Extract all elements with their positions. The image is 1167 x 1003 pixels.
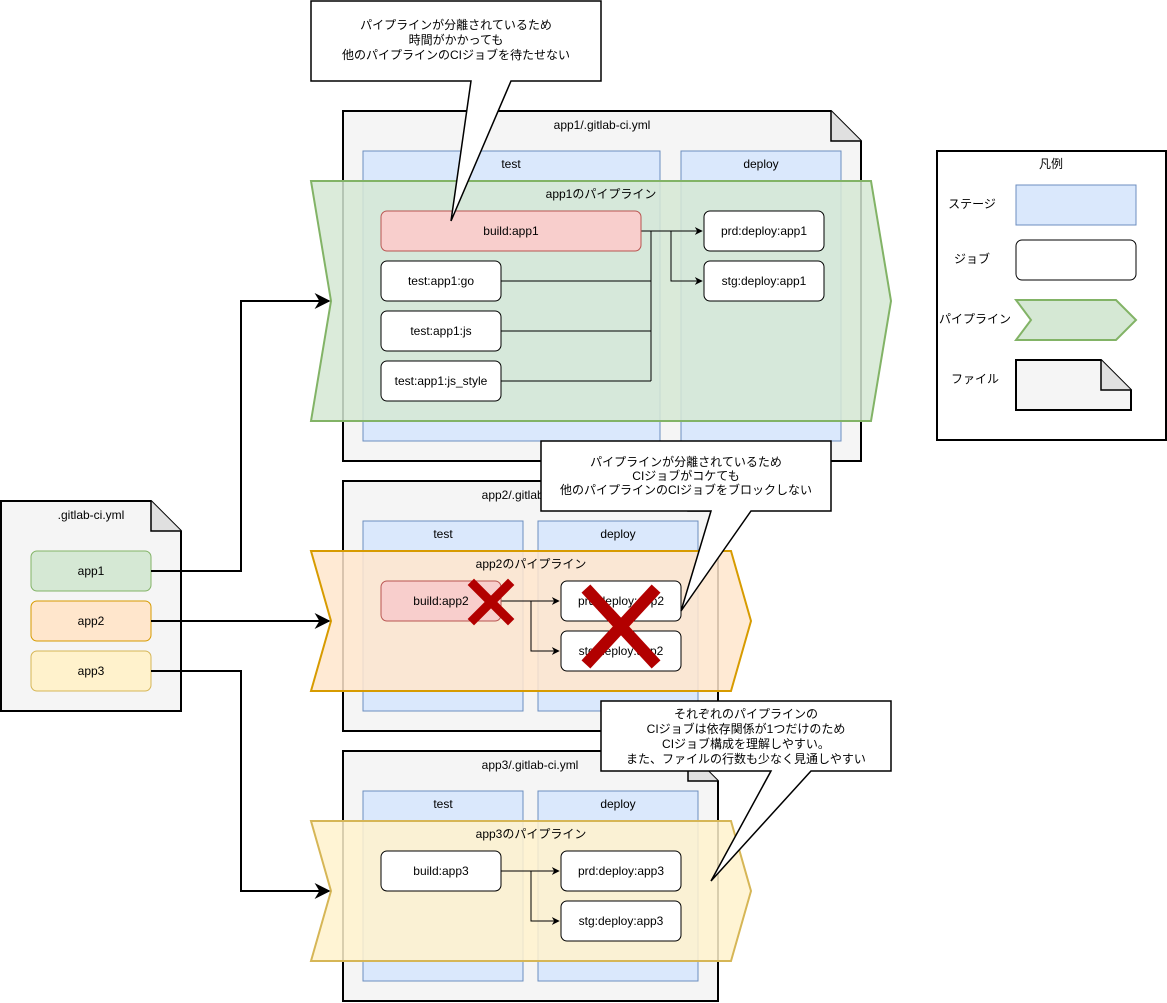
app1-build-job: build:app1 <box>380 210 642 252</box>
legend-stage-label: ステージ <box>948 197 996 211</box>
legend-file-label: ファイル <box>951 372 999 386</box>
app2-deploy-job: prd:deploy:app2 <box>560 580 682 622</box>
legend-stage-swatch <box>1015 184 1137 226</box>
app2-stage-test-label: test <box>433 527 453 541</box>
callout-line: CIジョブがコケても <box>632 468 739 483</box>
app1-test-job: test:app1:js_style <box>380 360 502 402</box>
app3-stage-deploy-label: deploy <box>600 797 635 811</box>
app1-deploy-job-label: stg:deploy:app1 <box>722 274 807 288</box>
app3-deploy-job: stg:deploy:app3 <box>560 900 682 942</box>
root-item-app3: app3 <box>30 650 152 692</box>
callout-line: 他のパイプラインのCIジョブを待たせない <box>342 47 570 62</box>
app1-test-job-label: test:app1:js_style <box>395 374 488 388</box>
app3-deploy-job-label: prd:deploy:app3 <box>578 864 664 878</box>
failure-cross-icon <box>467 578 515 626</box>
app1-test-job-label: test:app1:go <box>408 274 474 288</box>
callout-line: パイプラインが分離されているため <box>590 454 782 469</box>
app3-build-job: build:app3 <box>380 850 502 892</box>
app2-stage-deploy-label: deploy <box>600 527 635 541</box>
include-arrows <box>151 293 331 899</box>
callout-line: CIジョブは依存関係が1つだけのため <box>647 721 846 736</box>
app3-deploy-job: prd:deploy:app3 <box>560 850 682 892</box>
root-item-label: app3 <box>78 664 105 678</box>
app2-build-job-label: build:app2 <box>413 594 469 608</box>
callout-line: 他のパイプラインのCIジョブをブロックしない <box>560 482 812 497</box>
legend-job-label: ジョブ <box>954 251 990 266</box>
app1-pipeline-label: app1のパイプライン <box>546 187 657 201</box>
root-item-label: app1 <box>78 564 105 578</box>
root-item-app1: app1 <box>30 550 152 592</box>
app3-deploy-job-label: stg:deploy:app3 <box>579 914 664 928</box>
app2-build-job: build:app2 <box>380 580 502 622</box>
failure-cross-icon <box>581 584 661 669</box>
app1-deploy-job: stg:deploy:app1 <box>703 260 825 302</box>
app1-connectors <box>501 227 703 382</box>
callout-line: CIジョブ構成を理解しやすい。 <box>662 736 830 751</box>
legend-pipeline-swatch <box>1014 299 1138 341</box>
app2-deploy-job: stg:deploy:app2 <box>560 630 682 672</box>
legend-pipeline-label: パイプライン <box>939 312 1011 326</box>
legend: 凡例 ステージ ジョブ パイプライン ファイル <box>936 150 1167 441</box>
app1-test-job-label: test:app1:js <box>410 324 471 338</box>
app3-build-job-label: build:app3 <box>413 864 469 878</box>
app3-stage-test-label: test <box>433 797 453 811</box>
callout-middle: パイプラインが分離されているため CIジョブがコケても 他のパイプラインのCIジ… <box>540 440 832 612</box>
app1-deploy-job: prd:deploy:app1 <box>703 210 825 252</box>
app3-pipeline-label: app3のパイプライン <box>476 827 587 841</box>
app1-stage-deploy-label: deploy <box>743 157 778 171</box>
callout-line: また、ファイルの行数も少なく見通しやすい <box>626 751 866 766</box>
callout-top: パイプラインが分離されているため 時間がかかっても 他のパイプラインのCIジョブ… <box>310 0 602 222</box>
app1-test-job: test:app1:go <box>380 260 502 302</box>
app2-pipeline-label: app2のパイプライン <box>476 557 587 571</box>
root-item-label: app2 <box>78 614 105 628</box>
app1-build-job-label: build:app1 <box>483 224 539 238</box>
callout-line: 時間がかかっても <box>409 32 504 47</box>
app3-connectors <box>501 867 560 925</box>
root-file-title: .gitlab-ci.yml <box>58 508 125 522</box>
root-item-app2: app2 <box>30 600 152 642</box>
app1-file-title: app1/.gitlab-ci.yml <box>554 118 651 132</box>
app1-deploy-job-label: prd:deploy:app1 <box>721 224 807 238</box>
callout-line: それぞれのパイプラインの <box>674 707 818 721</box>
app1-test-job: test:app1:js <box>380 310 502 352</box>
legend-job-swatch <box>1015 239 1137 281</box>
app1-stage-test-label: test <box>501 157 521 171</box>
app2-connectors <box>501 597 560 655</box>
callout-line: パイプラインが分離されているため <box>360 17 552 32</box>
legend-title: 凡例 <box>1039 157 1063 171</box>
app3-file-title: app3/.gitlab-ci.yml <box>482 758 579 772</box>
callout-bottom: それぞれのパイプラインの CIジョブは依存関係が1つだけのため CIジョブ構成を… <box>600 700 892 882</box>
